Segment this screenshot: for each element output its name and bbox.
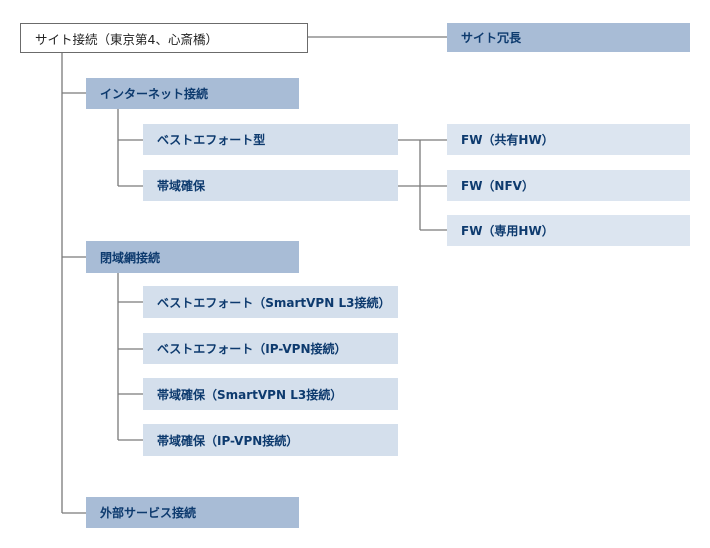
site-redundancy-node: サイト冗長	[447, 23, 690, 52]
closed-best-effort-ipvpn-node: ベストエフォート（IP-VPN接続）	[143, 333, 398, 364]
internet-connection-node: インターネット接続	[86, 78, 299, 109]
site-connection-node: サイト接続（東京第4、心斎橋）	[20, 23, 308, 53]
closed-bandwidth-smartvpn-node: 帯域確保（SmartVPN L3接続）	[143, 378, 398, 410]
bandwidth-guaranteed-node: 帯域確保	[143, 170, 398, 201]
fw-nfv-node: FW（NFV）	[447, 170, 690, 201]
closed-best-effort-smartvpn-node: ベストエフォート（SmartVPN L3接続）	[143, 286, 398, 318]
external-service-node: 外部サービス接続	[86, 497, 299, 528]
fw-shared-hw-node: FW（共有HW）	[447, 124, 690, 155]
best-effort-node: ベストエフォート型	[143, 124, 398, 155]
fw-dedicated-hw-node: FW（専用HW）	[447, 215, 690, 246]
closed-bandwidth-ipvpn-node: 帯域確保（IP-VPN接続）	[143, 424, 398, 456]
closed-network-node: 閉域網接続	[86, 241, 299, 273]
